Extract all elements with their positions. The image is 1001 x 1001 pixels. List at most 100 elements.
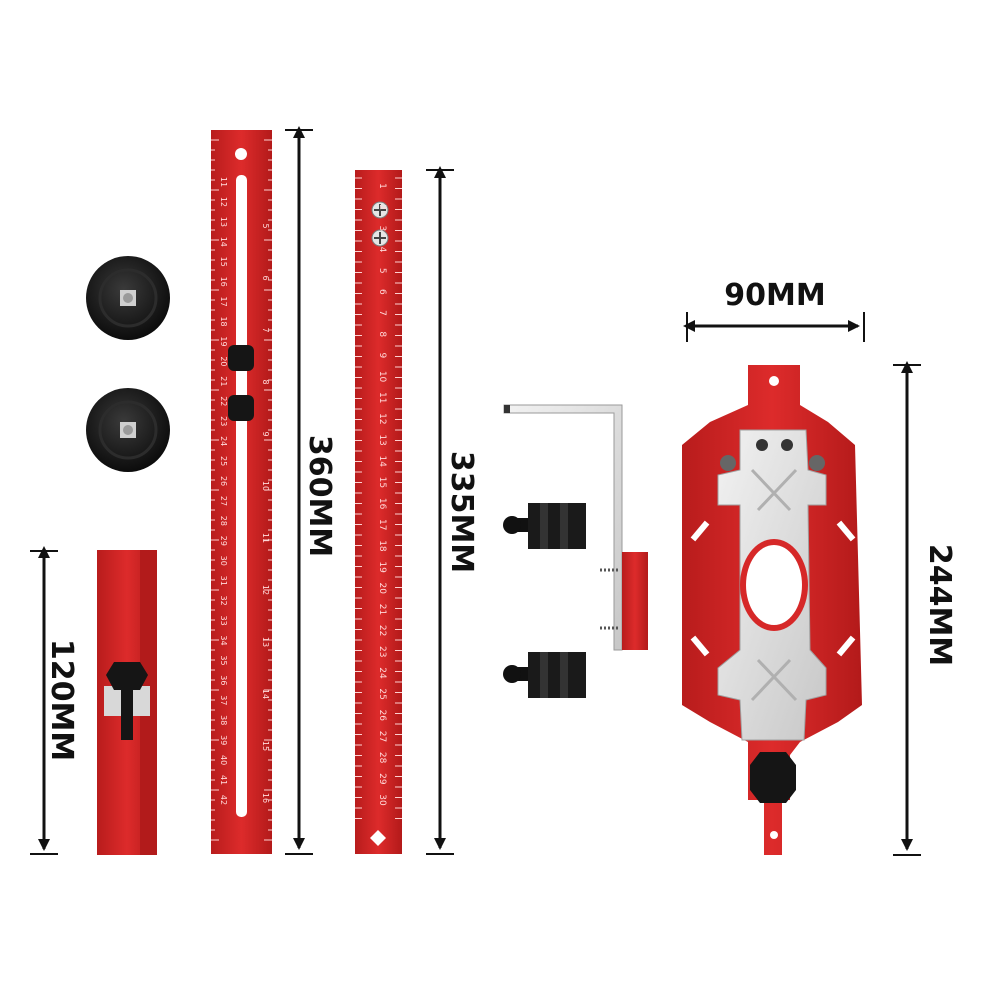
ruler-tick-label: 13	[261, 637, 270, 647]
ruler-tick-label: 25	[377, 688, 387, 699]
ruler-tick-label: 20	[377, 583, 387, 595]
ruler-tick-label: 18	[377, 540, 387, 552]
ruler-tick-label: 6	[377, 289, 387, 295]
ruler-tick-label: 1	[377, 183, 387, 189]
ruler-tick-label: 12	[261, 585, 270, 595]
ruler-tick-label: 31	[219, 576, 228, 586]
clamp-lower	[503, 652, 586, 698]
ruler-tick-label: 30	[219, 556, 228, 566]
ruler-tick-label: 34	[219, 635, 228, 645]
ruler-tick-label: 15	[377, 477, 387, 488]
stop-block	[97, 550, 157, 855]
ruler-tick-label: 4	[377, 247, 387, 253]
ruler-tick-label: 16	[261, 793, 270, 803]
screw-icon	[371, 229, 389, 247]
ruler-tick-label: 21	[377, 604, 387, 615]
ruler-knob-upper	[228, 345, 254, 371]
dimension-90mm: 90MM	[683, 278, 865, 342]
ruler-tick-label: 42	[219, 795, 228, 805]
ruler-tick-label: 14	[219, 237, 228, 247]
long-ruler-scale-left: 1112131415161718192021222324252627282930…	[219, 177, 228, 805]
ruler-tick-label: 24	[219, 436, 228, 446]
ruler-tick-label: 15	[219, 257, 228, 267]
medium-ruler-scale: 1234567891011121314151617181920212223242…	[377, 183, 387, 806]
ruler-tick-label: 3	[377, 225, 387, 231]
ruler-tick-label: 26	[219, 476, 228, 486]
dimension-360mm: 360MM	[285, 126, 337, 855]
dimension-label-90mm: 90MM	[724, 278, 825, 313]
ruler-tick-label: 37	[219, 695, 228, 705]
ruler-knob-lower	[228, 395, 254, 421]
ruler-tick-label: 19	[377, 561, 387, 573]
ruler-tick-label: 22	[377, 625, 387, 636]
ruler-tick-label: 33	[219, 615, 228, 625]
ruler-tick-label: 35	[219, 655, 228, 665]
ruler-tick-label: 12	[377, 413, 387, 424]
ruler-tick-label: 17	[219, 297, 228, 307]
l-bracket	[503, 404, 648, 651]
ruler-tick-label: 20	[219, 356, 228, 366]
base-plate	[682, 365, 862, 855]
dimension-label-335mm: 335MM	[444, 451, 479, 573]
long-ruler: 1112131415161718192021222324252627282930…	[211, 130, 272, 854]
ruler-tick-label: 8	[377, 331, 387, 337]
ruler-tick-label: 18	[219, 316, 228, 326]
ruler-tick-label: 27	[377, 731, 387, 742]
ruler-tick-label: 22	[219, 396, 228, 406]
ruler-tick-label: 27	[219, 496, 228, 506]
ruler-tick-label: 24	[377, 667, 387, 679]
ruler-tick-label: 16	[377, 498, 387, 510]
ruler-tick-label: 13	[377, 434, 387, 445]
ruler-tick-label: 5	[377, 268, 387, 274]
dimension-335mm: 335MM	[426, 166, 479, 855]
dimension-label-244mm: 244MM	[922, 544, 957, 666]
ruler-tick-label: 2	[377, 204, 387, 210]
ruler-tick-label: 11	[219, 177, 228, 187]
thumbscrew-knob-icon	[750, 752, 796, 803]
ruler-tick-label: 12	[219, 197, 228, 207]
ruler-tick-label: 25	[219, 456, 228, 466]
ruler-tick-label: 8	[261, 379, 270, 384]
ruler-tick-label: 9	[261, 431, 270, 436]
ruler-tick-label: 7	[261, 327, 270, 332]
dimension-244mm: 244MM	[893, 361, 957, 856]
thumbscrew-knob-icon	[106, 662, 148, 740]
ruler-tick-label: 6	[261, 275, 270, 280]
ruler-tick-label: 11	[377, 392, 387, 403]
round-knob-top	[86, 256, 170, 340]
ruler-tick-label: 15	[261, 741, 270, 751]
screw-icon	[371, 201, 389, 219]
ruler-tick-label: 14	[377, 456, 387, 468]
ruler-tick-label: 9	[377, 353, 387, 359]
ruler-tick-label: 23	[377, 646, 387, 657]
ruler-tick-label: 38	[219, 715, 228, 725]
ruler-tick-label: 7	[377, 310, 387, 316]
ruler-tick-label: 10	[261, 481, 270, 491]
dimension-label-120mm: 120MM	[44, 639, 79, 761]
dimension-120mm: 120MM	[30, 546, 79, 855]
ruler-tick-label: 28	[219, 516, 228, 526]
medium-ruler: 1234567891011121314151617181920212223242…	[355, 170, 402, 854]
long-ruler-scale-right: 5 6 7 8 9 10 11 12 13 14 15 16	[261, 223, 270, 803]
ruler-tick-label: 11	[261, 533, 270, 543]
ruler-tick-label: 19	[219, 336, 228, 346]
ruler-tick-label: 29	[377, 773, 387, 785]
dimension-label-360mm: 360MM	[302, 435, 337, 557]
ruler-tick-label: 32	[219, 596, 228, 606]
clamp-upper	[503, 503, 586, 549]
ruler-tick-label: 28	[377, 752, 387, 764]
ruler-tick-label: 40	[219, 755, 228, 765]
ruler-tick-label: 5	[261, 223, 270, 228]
ruler-tick-label: 36	[219, 675, 228, 685]
ruler-tick-label: 41	[219, 775, 228, 785]
ruler-tick-label: 10	[377, 371, 387, 383]
ruler-tick-label: 39	[219, 735, 228, 745]
ruler-tick-label: 26	[377, 710, 387, 722]
ruler-tick-label: 14	[261, 689, 270, 699]
ruler-tick-label: 29	[219, 536, 228, 546]
ruler-tick-label: 16	[219, 277, 228, 287]
ruler-tick-label: 13	[219, 217, 228, 227]
ruler-tick-label: 23	[219, 416, 228, 426]
ruler-tick-label: 30	[377, 794, 387, 806]
